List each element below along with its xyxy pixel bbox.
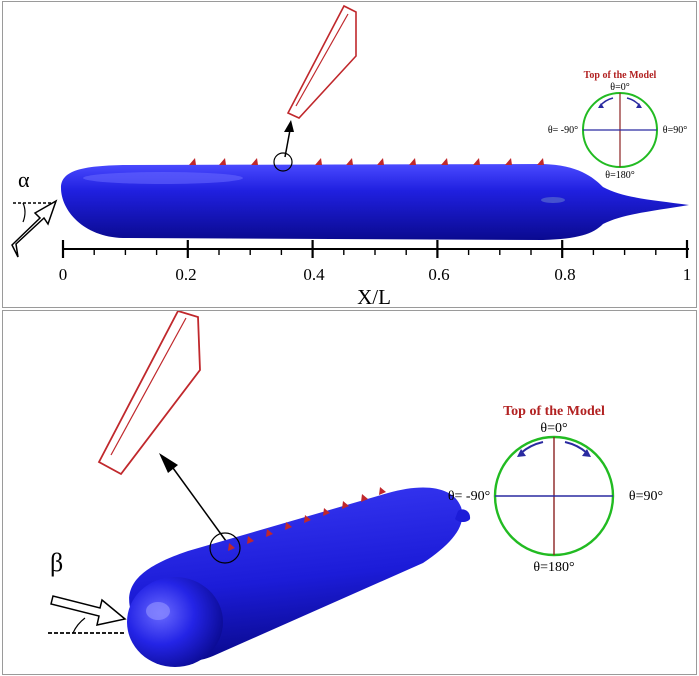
inset-title: Top of the Model (584, 70, 657, 81)
body-nose (127, 577, 223, 667)
rotation-arrowhead-left (517, 449, 526, 457)
tufts (228, 487, 386, 551)
fin-outline (286, 4, 357, 119)
pointer-arrow-shaft (284, 129, 291, 158)
angle-alpha-label: α (18, 167, 30, 192)
angle-arc (72, 617, 86, 634)
rotation-arrowhead-right (636, 103, 642, 108)
tuft-highlight-circle (209, 532, 241, 564)
inset-label-right: θ=90° (663, 125, 687, 136)
tick-label-0.2: 0.2 (175, 265, 196, 284)
flow-arrow (50, 595, 127, 626)
tick-label-0.4: 0.4 (303, 265, 325, 284)
inset-title: Top of the Model (503, 404, 605, 419)
x-axis-ticks (61, 240, 689, 258)
fin-outline (97, 311, 201, 476)
angle-beta-label: β (50, 548, 63, 577)
orientation-inset: Top of the Model θ=0° θ= -90° θ=90° θ=18… (548, 70, 687, 181)
fin-inner-edge (295, 13, 349, 107)
tick-label-0.6: 0.6 (428, 265, 449, 284)
pointer-arrow-head (284, 120, 294, 132)
body-highlight (83, 172, 243, 184)
fin-inner-edge (110, 317, 187, 456)
inset-label-bottom: θ=180° (605, 170, 634, 181)
body-highlight (146, 602, 170, 620)
flow-arrow (11, 199, 58, 258)
top-panel-side-view: α 0 0.2 0.4 0.6 0.8 1 X/L Top of the Mod… (2, 1, 697, 308)
body-spot (541, 197, 565, 203)
angle-arc (22, 202, 26, 223)
inset-label-top: θ=0° (540, 421, 567, 436)
tick-label-0: 0 (59, 265, 68, 284)
pointer-arrow-shaft (172, 467, 227, 542)
body-tail (455, 509, 471, 522)
inset-label-left: θ= -90° (448, 489, 490, 504)
inset-label-right: θ=90° (629, 489, 663, 504)
rotation-arrowhead-left (598, 103, 604, 108)
model-body (61, 164, 689, 240)
x-axis-tick-labels: 0 0.2 0.4 0.6 0.8 1 (59, 265, 692, 284)
bottom-diagram: β Top of the Model θ=0° θ= -90° θ=90° θ=… (48, 311, 663, 667)
inset-label-top: θ=0° (610, 82, 629, 93)
orientation-inset: Top of the Model θ=0° θ= -90° θ=90° θ=18… (448, 404, 663, 575)
pointer-arrow-head (159, 453, 178, 473)
tick-label-1: 1 (683, 265, 692, 284)
inset-label-bottom: θ=180° (533, 560, 574, 575)
top-diagram: α 0 0.2 0.4 0.6 0.8 1 X/L Top of the Mod… (11, 4, 692, 307)
x-axis-label: X/L (357, 285, 391, 307)
tufts (189, 158, 544, 165)
inset-label-left: θ= -90° (548, 125, 578, 136)
rotation-arrowhead-right (582, 449, 591, 457)
tick-label-0.8: 0.8 (554, 265, 575, 284)
bottom-panel-perspective-view: β Top of the Model θ=0° θ= -90° θ=90° θ=… (2, 310, 697, 675)
tuft-highlight-circle (273, 152, 293, 172)
